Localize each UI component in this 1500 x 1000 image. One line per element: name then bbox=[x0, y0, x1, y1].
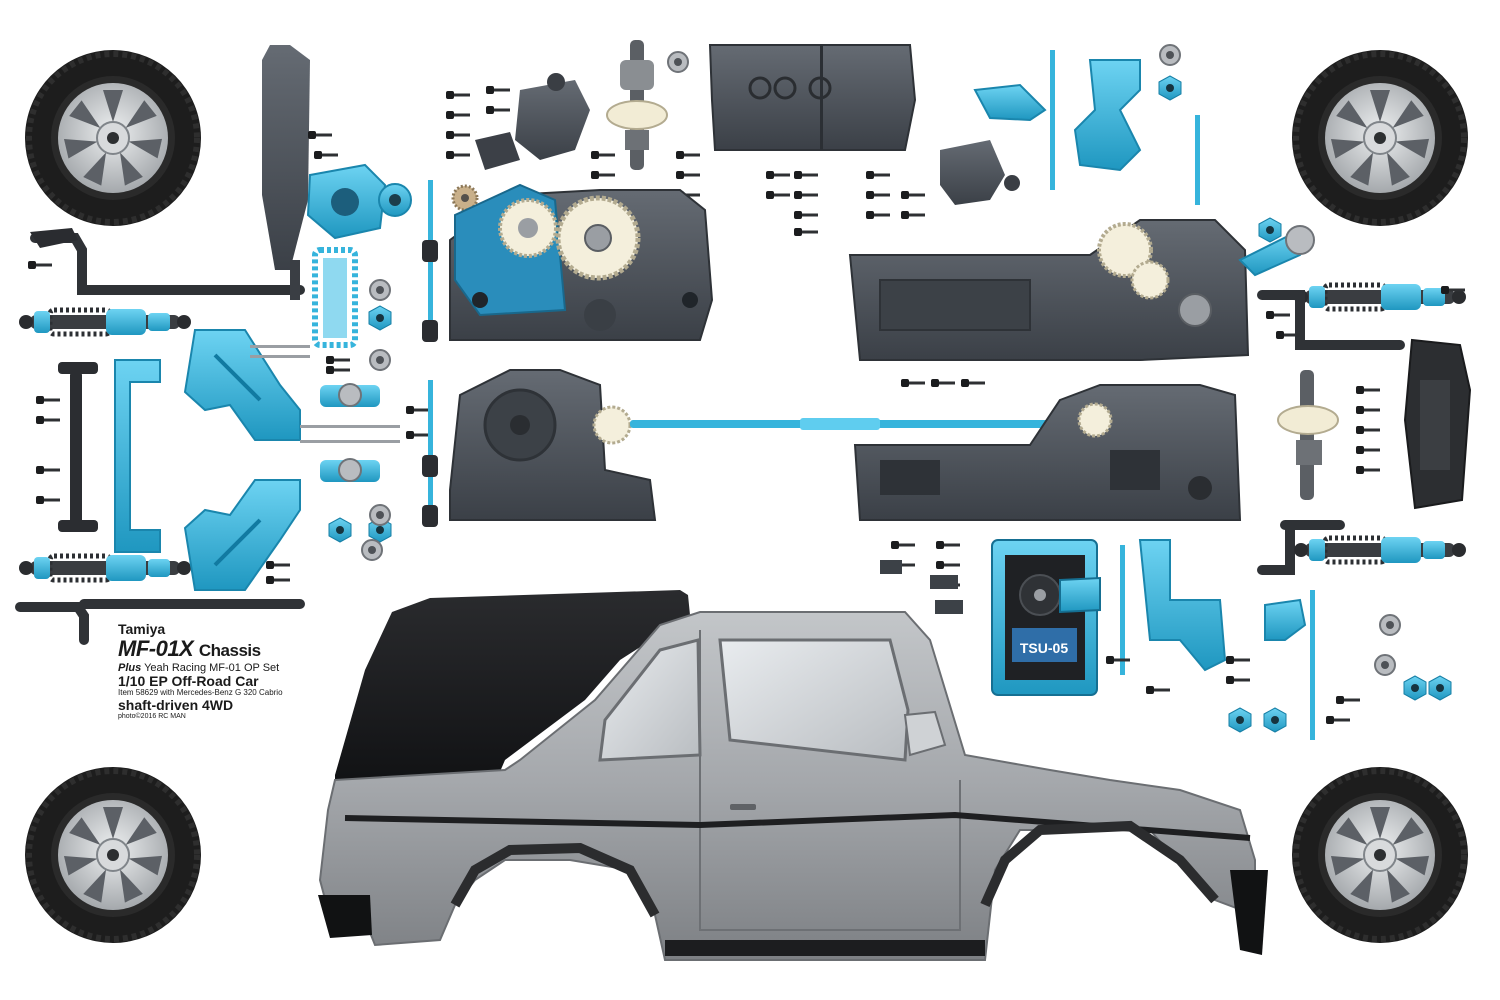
front-wheel-arch bbox=[980, 820, 1219, 908]
steering-servo: TSU-05 bbox=[991, 539, 1101, 696]
suspension-arm-right-bottom bbox=[1120, 539, 1452, 740]
c-hub-left bbox=[114, 359, 161, 553]
wheel-front-left bbox=[25, 50, 201, 226]
caption-model-name: MF-01X bbox=[118, 636, 194, 662]
shock-rear-right bbox=[1294, 537, 1466, 563]
caption-item: Item 58629 with Mercedes-Benz G 320 Cabr… bbox=[118, 688, 283, 698]
hardware-left bbox=[28, 131, 430, 584]
side-mirror bbox=[903, 710, 947, 757]
small-mounts-bottom bbox=[880, 560, 963, 614]
battery-holder bbox=[708, 44, 917, 151]
gearbox-rear-left bbox=[449, 369, 657, 521]
motor-plate-blue bbox=[306, 163, 412, 240]
door-outline bbox=[699, 630, 961, 931]
spur-gear-right bbox=[1277, 370, 1339, 500]
caption-model: MF-01X Chassis bbox=[118, 637, 328, 661]
caption-plus-word: Plus bbox=[118, 661, 142, 674]
suspension-arm-left bbox=[183, 329, 301, 591]
caption-plus-rest: Yeah Racing MF-01 OP Set bbox=[144, 661, 280, 674]
driveshaft-front-left bbox=[422, 180, 438, 342]
driveshaft-rear-left bbox=[422, 380, 438, 527]
shock-front-right bbox=[1294, 284, 1466, 310]
pinion-gear bbox=[451, 184, 479, 212]
shock-front-left bbox=[19, 309, 191, 335]
rear-bumper bbox=[318, 895, 372, 938]
front-bumper-body bbox=[1230, 870, 1268, 955]
diff-case-right bbox=[940, 140, 1020, 205]
chassis-front-right bbox=[848, 219, 1250, 361]
spring-blue bbox=[312, 247, 358, 348]
screw-bank-center bbox=[766, 171, 925, 236]
center-driveshaft bbox=[630, 418, 1090, 430]
caption-drive: shaft-driven 4WD bbox=[118, 696, 234, 713]
shock-rear-left bbox=[19, 555, 191, 581]
caption-plus-line: Plus Yeah Racing MF-01 OP Set bbox=[118, 662, 328, 674]
gearbox-front-right bbox=[853, 384, 1242, 521]
rear-wheel-arch bbox=[450, 842, 660, 918]
servo-label: TSU-05 bbox=[1020, 640, 1068, 656]
caption-maker: Tamiya bbox=[118, 621, 166, 637]
bearing-top bbox=[667, 51, 689, 73]
soft-top bbox=[335, 590, 690, 800]
gearbox-front bbox=[449, 183, 714, 341]
front-bumper bbox=[1403, 338, 1472, 510]
steering-link-right bbox=[1257, 290, 1405, 350]
screw-row-middle bbox=[901, 379, 985, 387]
suspension-arm-right-top bbox=[973, 44, 1282, 243]
caption-scale: 1/10 EP Off-Road Car bbox=[118, 672, 259, 689]
door-handle bbox=[730, 804, 756, 810]
diff-case-left bbox=[475, 73, 590, 170]
caption-block: Tamiya MF-01X Chassis Plus Yeah Racing M… bbox=[118, 621, 328, 721]
caption-chassis-word: Chassis bbox=[198, 641, 261, 661]
knuckle-shaft-left bbox=[58, 362, 98, 532]
side-window-front bbox=[718, 638, 910, 762]
caption-photo-credit: photo©2016 RC MAN bbox=[118, 713, 186, 721]
body-post-plate bbox=[262, 45, 310, 300]
spur-gear-diff-top bbox=[606, 40, 668, 170]
wheel-rear-right bbox=[1292, 767, 1468, 943]
wheel-rear-left bbox=[25, 767, 201, 943]
steering-link-left bbox=[30, 228, 305, 295]
side-sill bbox=[665, 940, 985, 956]
wheel-front-right bbox=[1292, 50, 1468, 226]
body-shell-mercedes-g320 bbox=[318, 590, 1268, 961]
steering-link-right-lower bbox=[1257, 520, 1345, 575]
steering-arm-right-top bbox=[1238, 225, 1315, 277]
steering-link-left-lower bbox=[15, 599, 305, 645]
